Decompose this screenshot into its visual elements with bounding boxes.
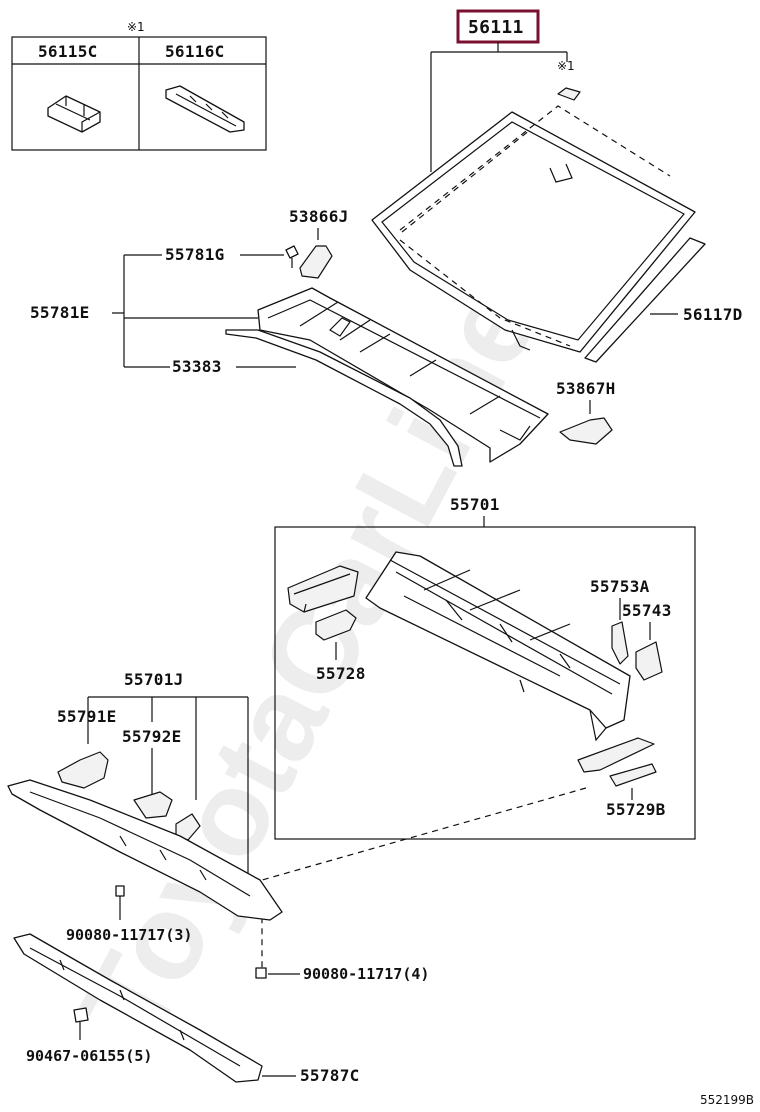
part-label-55781G[interactable]: 55781G — [165, 245, 225, 264]
part-label-53866J[interactable]: 53866J — [289, 207, 349, 226]
part-label-55791E[interactable]: 55791E — [57, 707, 117, 726]
inset-box: ※1 56115C 56116C — [11, 20, 267, 151]
part-label-53383[interactable]: 53383 — [172, 357, 222, 376]
part-label-53867H[interactable]: 53867H — [556, 379, 616, 398]
seal-53383-drawing — [225, 329, 463, 467]
cowl-lower-55701J-drawing — [7, 779, 283, 921]
part-label-55701[interactable]: 55701 — [450, 495, 500, 514]
windshield-note-mark: ※1 — [557, 59, 575, 73]
clip-56116C-drawing — [165, 85, 245, 133]
inset-header-56116C: 56116C — [165, 42, 225, 61]
bracket-55729B-drawing — [577, 737, 657, 787]
highlight-56111[interactable]: 56111 — [456, 9, 540, 44]
part-label-90080-11717-4[interactable]: 90080-11717(4) — [303, 965, 429, 983]
part-label-55728[interactable]: 55728 — [316, 664, 366, 683]
windshield-glass-drawing — [371, 105, 696, 353]
moulding-56117D-drawing — [584, 237, 706, 363]
bracket-55728-drawing — [315, 609, 357, 641]
group-box-55701 — [274, 526, 696, 840]
part-label-90467-06155-5[interactable]: 90467-06155(5) — [26, 1047, 152, 1065]
dashed-connector — [261, 787, 587, 968]
part-label-55729B[interactable]: 55729B — [606, 800, 666, 819]
part-label-55743[interactable]: 55743 — [622, 601, 672, 620]
inset-header-56115C: 56115C — [38, 42, 98, 61]
bracket-left-drawing — [287, 565, 359, 613]
seal-55787C-drawing — [13, 933, 263, 1083]
part-label-90080-11717-3[interactable]: 90080-11717(3) — [66, 926, 192, 944]
part-label-55792E[interactable]: 55792E — [122, 727, 182, 746]
clip-56115C-drawing — [47, 95, 101, 133]
cowl-louver-55781E-drawing — [257, 287, 549, 463]
part-label-56111[interactable]: 56111 — [468, 17, 524, 38]
cowl-panel-55701-drawing — [365, 551, 631, 742]
part-label-56117D[interactable]: 56117D — [683, 305, 743, 324]
part-label-55753A[interactable]: 55753A — [590, 577, 650, 596]
part-label-55781E[interactable]: 55781E — [30, 303, 90, 322]
part-label-55701J[interactable]: 55701J — [124, 670, 184, 689]
part-label-55787C[interactable]: 55787C — [300, 1066, 360, 1085]
diagram-code: 552199B — [700, 1093, 754, 1107]
inset-note-mark: ※1 — [127, 20, 145, 34]
